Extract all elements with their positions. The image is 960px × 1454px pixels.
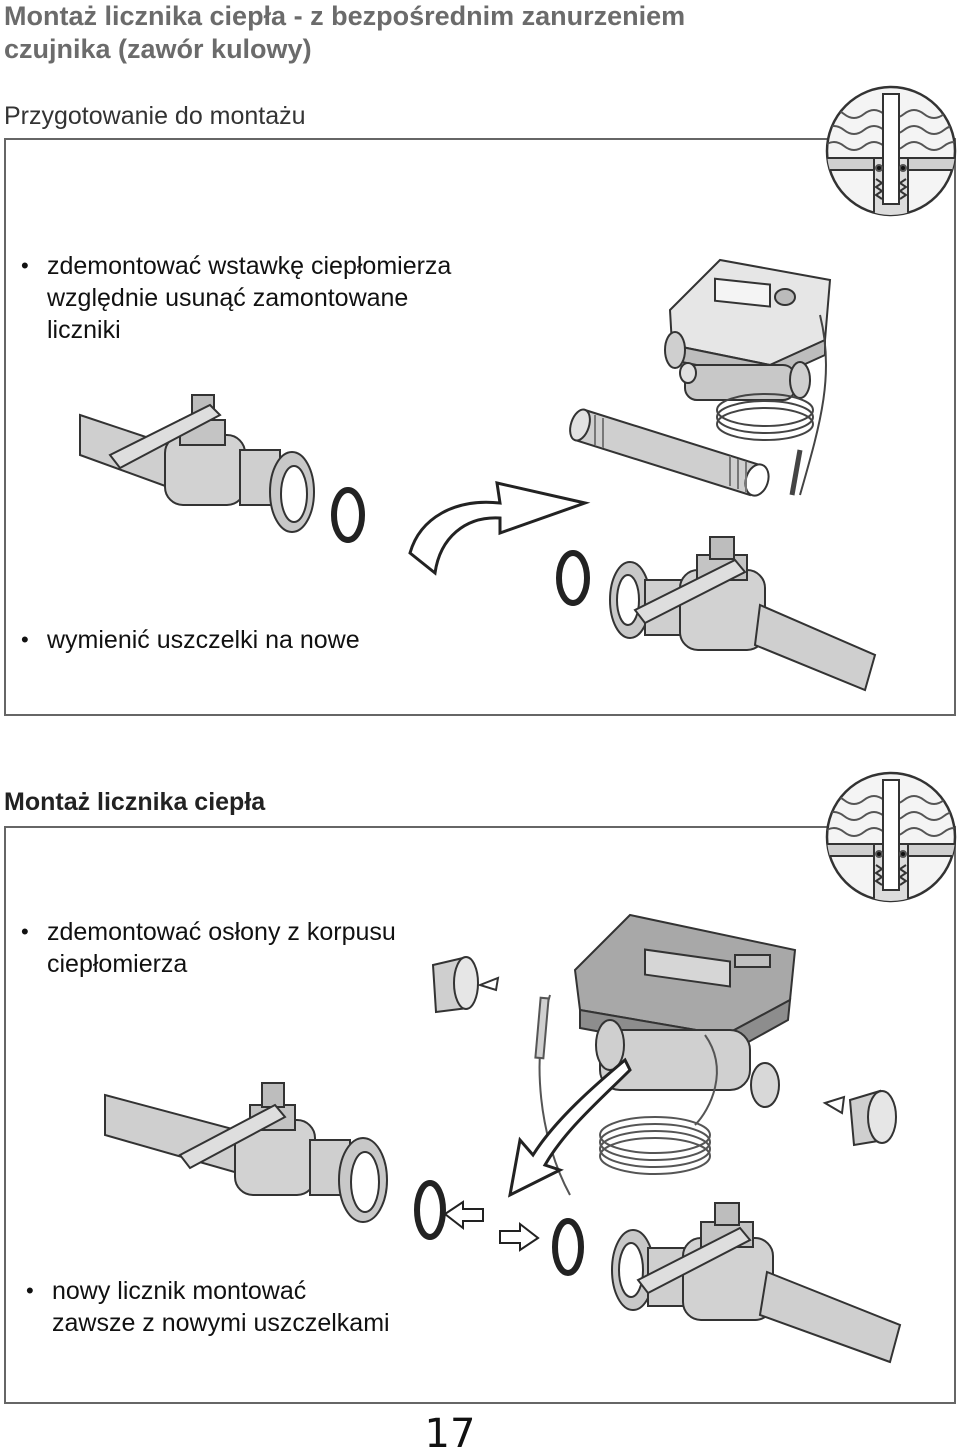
- ball-valve-icon: [611, 1202, 902, 1364]
- bullet-text-line: ciepłomierza: [47, 950, 188, 978]
- arrow-left-icon: [443, 1200, 484, 1231]
- seal-ring-icon: [552, 1218, 584, 1276]
- bullet-text-line: zdemontować wstawkę ciepłomierza: [47, 252, 452, 280]
- bullet-text-line: nowy licznik montować: [52, 1277, 307, 1305]
- page-title-line-1: Montaż licznika ciepła - z bezpośrednim …: [4, 1, 686, 31]
- bullet-text-line: względnie usunąć zamontowane: [47, 284, 409, 312]
- protective-cap-icon: [822, 1089, 897, 1147]
- bullet-remove-meter: • zdemontować wstawkę ciepłomierza wzglę…: [21, 250, 452, 346]
- bullet-dot: •: [26, 1278, 34, 1303]
- immersion-sensor-detail-icon: [825, 771, 957, 903]
- seal-ring-icon: [556, 550, 590, 606]
- section-heading-preparation: Przygotowanie do montażu: [4, 102, 306, 130]
- bullet-dot: •: [21, 253, 29, 278]
- immersion-sensor-detail-icon: [825, 85, 957, 217]
- bullet-text-line: liczniki: [47, 316, 121, 344]
- curved-arrow-icon: [507, 1057, 632, 1198]
- protective-cap-icon: [431, 956, 500, 1014]
- pipe-spacer-icon: [569, 408, 770, 497]
- bullet-dot: •: [21, 919, 29, 944]
- installation-frame: [4, 826, 956, 1404]
- preparation-frame: [4, 138, 956, 716]
- seal-ring-icon: [331, 487, 365, 543]
- page-title-line-2: czujnika (zawór kulowy): [4, 34, 312, 64]
- ball-valve-icon: [609, 536, 877, 692]
- seal-ring-icon: [414, 1180, 446, 1240]
- heat-meter-icon: [664, 258, 832, 496]
- bullet-replace-seals: • wymienić uszczelki na nowe: [21, 624, 360, 656]
- ball-valve-icon: [79, 394, 315, 533]
- bullet-new-seals: • nowy licznik montować zawsze z nowymi …: [26, 1275, 390, 1339]
- bullet-text-line: zawsze z nowymi uszczelkami: [52, 1309, 390, 1337]
- bullet-dot: •: [21, 627, 29, 652]
- arrow-right-icon: [499, 1221, 540, 1252]
- bullet-text-line: zdemontować osłony z korpusu: [47, 918, 396, 946]
- page-number: 17: [424, 1411, 476, 1454]
- curved-arrow-icon: [408, 481, 591, 576]
- heat-meter-icon: [534, 913, 797, 1196]
- page-title: Montaż licznika ciepła - z bezpośrednim …: [4, 0, 824, 66]
- section-heading-installation: Montaż licznika ciepła: [4, 788, 266, 816]
- bullet-remove-caps: • zdemontować osłony z korpusu ciepłomie…: [21, 916, 396, 980]
- bullet-text-line: wymienić uszczelki na nowe: [47, 626, 360, 654]
- ball-valve-icon: [104, 1082, 388, 1223]
